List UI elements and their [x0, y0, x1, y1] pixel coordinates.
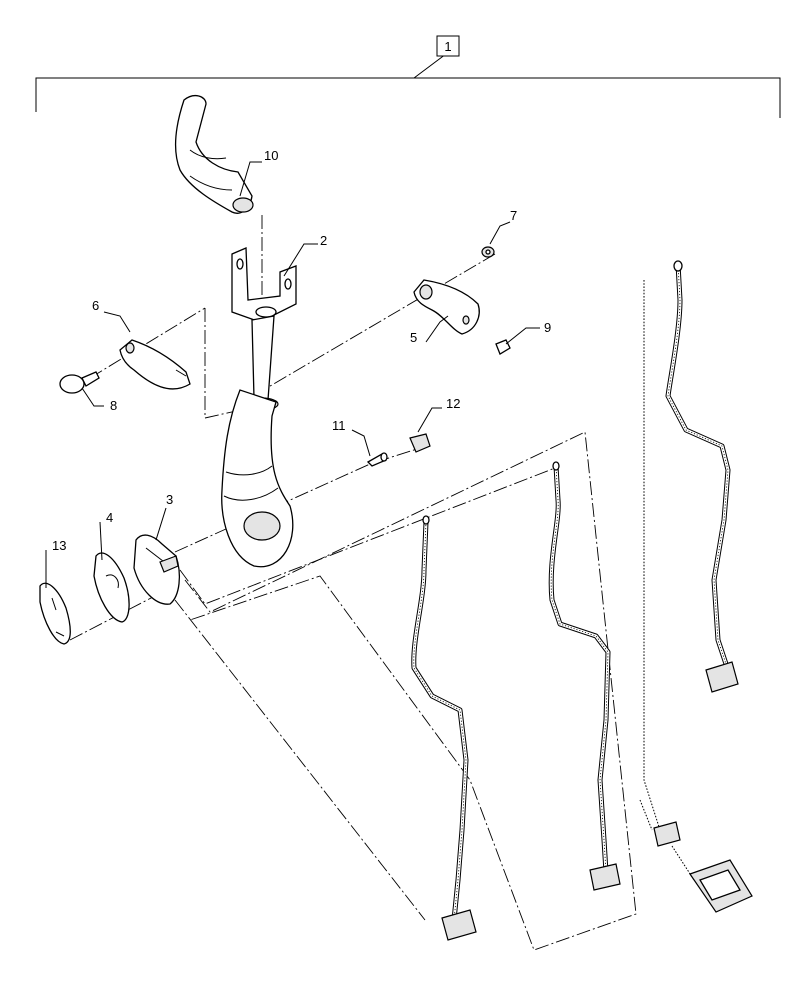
callout-11: 11: [332, 418, 346, 433]
callout-3: 3: [166, 492, 173, 507]
part-6-clamp: [119, 339, 191, 390]
wiring-harness-b: [548, 461, 621, 891]
wiring-harness-a: [411, 515, 477, 941]
callout-12: 12: [446, 396, 460, 411]
part-5-clamp: [413, 279, 480, 335]
part-13-cover: [39, 582, 71, 645]
callout-4: 4: [106, 510, 113, 525]
part-7-nut: [481, 246, 495, 258]
callout-10: 10: [264, 148, 278, 163]
callout-5: 5: [410, 330, 417, 345]
main-connector: [639, 280, 753, 913]
callout-1: 1: [444, 39, 451, 54]
part-11-screw: [366, 452, 388, 467]
callout-8: 8: [110, 398, 117, 413]
part-8-bolt: [59, 371, 100, 394]
assembly-bracket: 1: [35, 35, 781, 118]
part-3-housing: [133, 534, 181, 605]
callout-2: 2: [320, 233, 327, 248]
part-4-plate: [93, 552, 130, 623]
callout-6: 6: [92, 298, 99, 313]
callout-13: 13: [52, 538, 66, 553]
part-12-cap: [409, 433, 431, 453]
wiring-harness-c: [665, 260, 739, 693]
callout-leaders: [45, 161, 540, 588]
callout-labels: 2 3 4 5 6 7 8 9 10 11 12 13: [52, 148, 551, 553]
callout-box-1: [436, 35, 460, 57]
callout-7: 7: [510, 208, 517, 223]
part-2-column: [221, 247, 297, 568]
part-10-hose: [175, 94, 254, 214]
callout-9: 9: [544, 320, 551, 335]
